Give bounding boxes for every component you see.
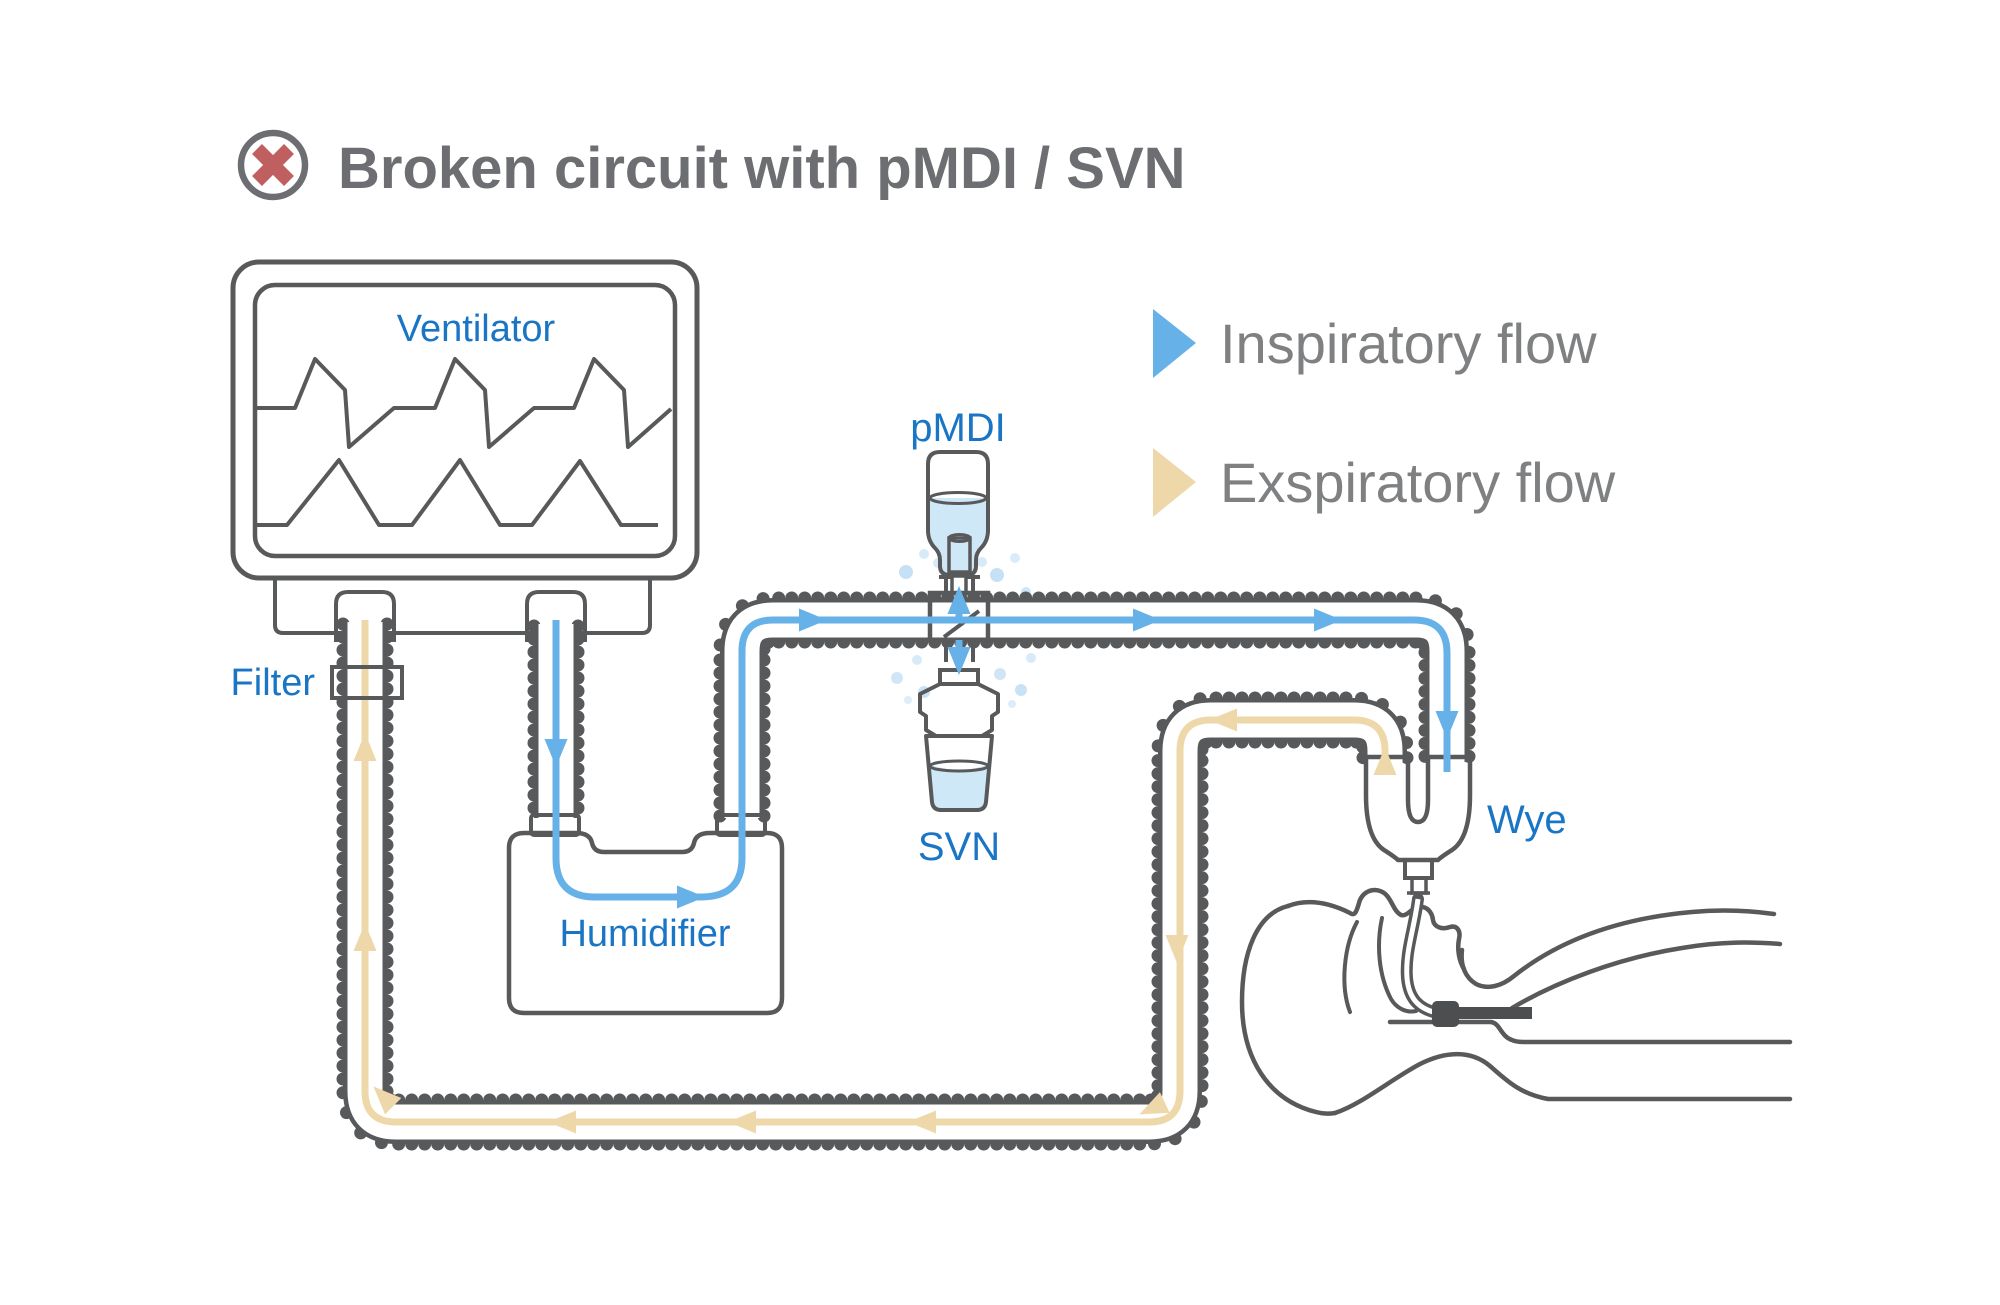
mist-dot xyxy=(899,565,913,579)
patient-pharynx-line xyxy=(1377,916,1418,1014)
inspiratory-arrow xyxy=(1435,711,1459,739)
svn-liquid-surface xyxy=(928,759,990,773)
mist-dot xyxy=(891,672,903,684)
expiratory-arrow xyxy=(908,1110,936,1134)
expiratory-flow-line xyxy=(361,620,1389,1126)
mist-dot xyxy=(990,568,1004,582)
mist-dot xyxy=(1008,700,1016,708)
ventilator-stand xyxy=(273,576,652,635)
mist-dot xyxy=(919,549,929,559)
pmdi-liquid-surface xyxy=(928,491,988,505)
error-x-mark xyxy=(252,144,294,186)
patient-throat-line xyxy=(1387,1019,1793,1045)
flow-lines xyxy=(361,607,1451,1126)
tee-upper-stub xyxy=(939,575,980,593)
mist-dot xyxy=(977,557,987,567)
labels: Ventilator Filter Humidifier pMDI SVN Wy… xyxy=(231,308,1567,955)
svn-nebulizer xyxy=(918,668,1000,812)
tee-lower-stub xyxy=(944,640,975,662)
expiratory-port xyxy=(334,590,396,642)
expiratory-arrow xyxy=(1209,708,1237,732)
inspiratory-arrow xyxy=(1133,608,1161,632)
svn-cap xyxy=(918,682,1000,738)
inspiratory-arrow xyxy=(947,586,971,614)
pmdi-label: pMDI xyxy=(910,406,1006,450)
pmdi-valve-top xyxy=(947,533,972,543)
humidifier-body xyxy=(506,830,785,1016)
inspiratory-arrow xyxy=(799,608,827,632)
patient-neck-chest-upper xyxy=(1459,908,1777,989)
expiratory-arrow xyxy=(1165,935,1189,963)
legend-expiratory-label: Exspiratory flow xyxy=(1220,451,1616,514)
ett-tip xyxy=(1458,1007,1532,1019)
expiratory-arrow xyxy=(1139,1092,1170,1115)
expiratory-flow-icon xyxy=(1153,448,1196,517)
inspiratory-arrow xyxy=(544,739,568,767)
filter-box xyxy=(330,665,404,700)
volume-waveform xyxy=(257,458,658,527)
ett-tube-inner xyxy=(1404,898,1438,1016)
patient-jaw-line xyxy=(1342,920,1359,1014)
filter-label: Filter xyxy=(231,662,316,704)
svn-cup xyxy=(924,734,994,812)
ventilator-body xyxy=(230,259,700,581)
error-x-icon xyxy=(237,129,309,201)
wye-connector xyxy=(1403,858,1434,880)
mist-dot xyxy=(904,696,912,704)
wye-label: Wye xyxy=(1487,798,1567,842)
mist-dot xyxy=(1015,684,1027,696)
pmdi-body xyxy=(926,450,990,577)
mist-dot xyxy=(912,655,922,665)
expiratory-arrow xyxy=(728,1110,756,1134)
expiratory-arrow xyxy=(353,733,377,761)
ventilator-screen xyxy=(252,282,678,559)
inspiratory-flow-icon xyxy=(1153,309,1196,378)
ventilator xyxy=(230,259,700,642)
expiratory-arrow xyxy=(353,923,377,951)
pmdi-metering-valve xyxy=(947,536,972,574)
mist-dot xyxy=(994,668,1006,680)
inspiratory-port xyxy=(525,590,587,642)
ett-cuff xyxy=(1432,1001,1459,1027)
svn-liquid xyxy=(930,764,988,808)
title-row: Broken circuit with pMDI / SVN xyxy=(237,129,1186,201)
patient xyxy=(1239,887,1793,1116)
tee-valve-flap xyxy=(942,609,981,639)
inspiratory-arrow xyxy=(677,885,705,909)
flow-arrowheads xyxy=(353,586,1459,1134)
mist-dot xyxy=(1010,553,1020,563)
wye-piece xyxy=(1363,754,1473,895)
ventilator-label: Ventilator xyxy=(397,308,556,350)
inspiratory-arrow xyxy=(947,647,971,675)
page-title: Broken circuit with pMDI / SVN xyxy=(338,136,1186,201)
svn-label: SVN xyxy=(918,825,1000,869)
inspiratory-flow-line xyxy=(552,616,1451,901)
legend-inspiratory-label: Inspiratory flow xyxy=(1220,312,1597,375)
inspiratory-arrow xyxy=(1314,608,1342,632)
patient-shoulder-line xyxy=(1332,1051,1793,1116)
wye-body xyxy=(1363,754,1473,863)
ett-adapter xyxy=(1410,876,1428,895)
expiratory-arrow xyxy=(548,1110,576,1134)
expiratory-arrow xyxy=(1373,747,1397,775)
patient-chest-line xyxy=(1509,940,1783,1011)
legend: Inspiratory flow Exspiratory flow xyxy=(1153,309,1616,517)
expiratory-limb-tube xyxy=(336,617,1414,1151)
patient-head-outline xyxy=(1239,903,1338,1116)
humidifier-label: Humidifier xyxy=(559,913,730,955)
patient-face-profile xyxy=(1285,887,1467,972)
expiratory-arrow xyxy=(373,1086,402,1115)
pmdi-canister xyxy=(926,450,990,577)
mist-dot xyxy=(1026,653,1036,663)
flow-waveform xyxy=(257,357,673,449)
